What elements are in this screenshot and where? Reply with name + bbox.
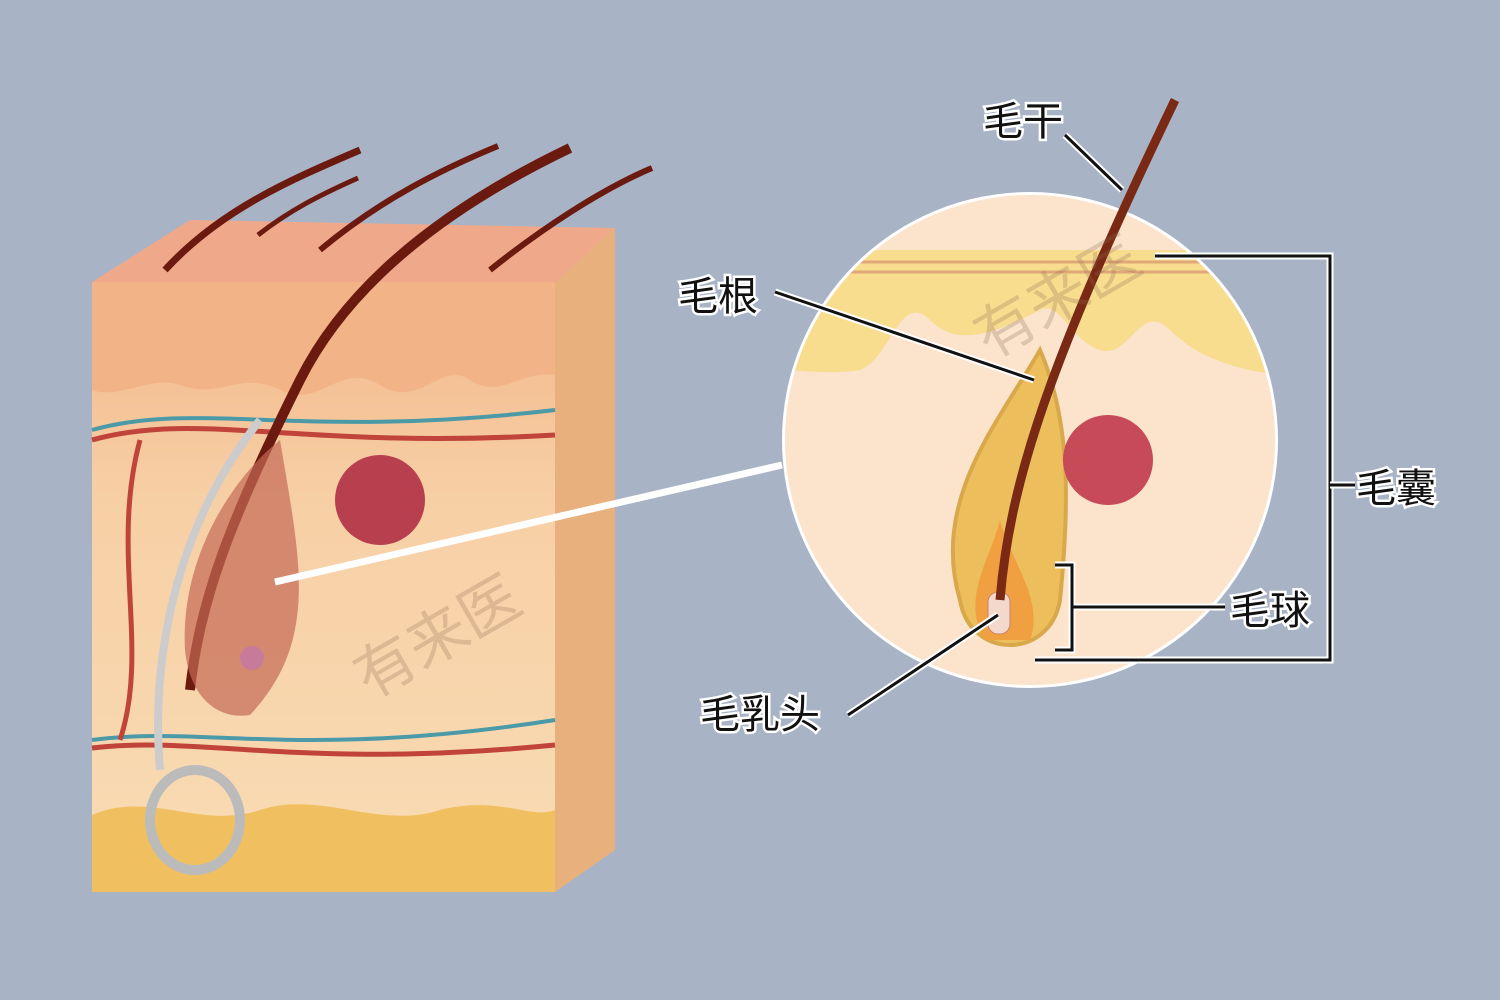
hair-2: [256, 175, 360, 237]
sebaceous-gland-left: [335, 455, 425, 545]
label-hair-bulb: 毛球: [1230, 588, 1310, 634]
leader-lines: [773, 132, 1355, 718]
sebaceous-gland-magnified: [1063, 415, 1153, 505]
magnified-view: 有来医: [782, 98, 1278, 688]
sweat-gland: [145, 765, 245, 875]
zoom-connector-line: [274, 463, 783, 584]
blood-vessel-vertical: [117, 439, 143, 741]
blood-vessel-blue: [91, 408, 556, 432]
blood-vessel-red: [91, 426, 556, 443]
follicle-left: [184, 440, 299, 716]
hair-1: [162, 146, 362, 273]
blood-vessel-red-lower: [91, 742, 556, 757]
papilla-left: [240, 646, 264, 670]
skin-top-surface: [92, 220, 615, 282]
label-dermal-papilla: 毛乳头: [700, 692, 820, 738]
label-hair-root: 毛根: [678, 274, 758, 320]
label-hair-follicle: 毛囊: [1356, 466, 1436, 512]
nerve: [154, 417, 264, 771]
skin-side-face: [555, 228, 615, 892]
hair-magnified: [995, 98, 1180, 601]
skin-cross-section: 有来医: [91, 143, 654, 892]
skin-lines: [785, 260, 1275, 274]
hair-4: [488, 165, 654, 273]
hair-3: [318, 143, 500, 253]
epidermis-magnified: [785, 250, 1275, 375]
blood-vessel-blue-lower: [91, 718, 556, 742]
label-hair-shaft: 毛干: [983, 99, 1063, 145]
